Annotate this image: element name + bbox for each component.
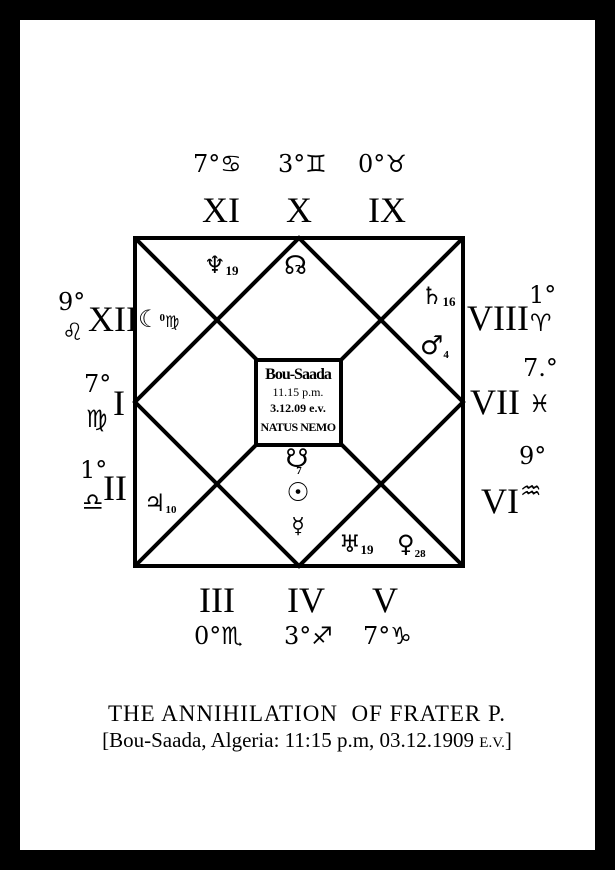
south-node-degree: 7 xyxy=(296,465,302,477)
mercury-icon: ☿ xyxy=(291,514,305,539)
moon-degree: 0 xyxy=(159,312,166,324)
aries-icon: ♈ xyxy=(530,309,552,337)
house-5-cusp: 7°♑ xyxy=(363,624,412,648)
capricorn-icon: ♑ xyxy=(390,622,412,650)
center-time: 11.15 p.m. xyxy=(272,385,324,399)
neptune-icon: ♆ xyxy=(204,251,226,279)
center-place: Bou-Saada xyxy=(265,366,332,383)
aquarius-icon: ♒ xyxy=(520,477,542,505)
uranus-degree: 19 xyxy=(360,542,374,557)
jupiter-degree: 10 xyxy=(165,504,177,516)
house-11-numeral: XI xyxy=(202,190,240,230)
leo-icon: ♌ xyxy=(62,318,84,346)
saturn-icon: ♄ xyxy=(421,282,443,310)
venus-degree: 28 xyxy=(414,548,426,560)
neptune-degree: 19 xyxy=(225,263,239,278)
house-7-degree: 7.° xyxy=(523,354,558,382)
house-3-degree: 0° xyxy=(194,622,222,650)
house-8-numeral: VIII xyxy=(467,298,529,338)
sun-icon: ☉ xyxy=(286,478,310,508)
venus-placement: ♀28 xyxy=(397,532,426,560)
taurus-icon: ♉ xyxy=(385,150,407,178)
house-9-degree: 0° xyxy=(358,150,386,178)
uranus-icon: ♅ xyxy=(339,530,361,558)
virgo-icon: ♍ xyxy=(86,405,108,433)
chart-inner-diamond xyxy=(132,235,466,569)
house-3-numeral: III xyxy=(199,580,235,620)
chart-subtitle-era: E.V. xyxy=(479,735,505,751)
jupiter-icon: ♃ xyxy=(144,489,166,517)
house-12-numeral: XII xyxy=(88,299,138,339)
center-date: 3.12.09 e.v. xyxy=(270,401,326,415)
house-9-cusp: 0°♉ xyxy=(358,152,407,176)
house-6-degree: 9° xyxy=(519,442,547,470)
house-6-numeral: VI xyxy=(481,481,519,521)
house-7-numeral: VII xyxy=(470,382,520,422)
libra-icon: ♎ xyxy=(82,488,104,516)
house-8-degree: 1° xyxy=(529,281,557,309)
house-3-cusp: 0°♏ xyxy=(194,624,243,648)
house-5-numeral: V xyxy=(372,580,398,620)
house-10-degree: 3° xyxy=(278,150,306,178)
uranus-placement: ♅19 xyxy=(339,532,374,556)
house-12-degree: 9° xyxy=(58,288,86,316)
venus-icon: ♀ xyxy=(397,530,415,558)
mars-degree: 4 xyxy=(443,349,449,361)
moon-icon: ☾ xyxy=(138,305,160,333)
house-11-degree: 7° xyxy=(193,150,221,178)
house-10-numeral: X xyxy=(286,190,312,230)
house-2-numeral: II xyxy=(103,468,127,508)
house-2-degree: 1° xyxy=(80,456,108,484)
chart-subtitle: [Bou-Saada, Algeria: 11:15 p.m, 03.12.19… xyxy=(102,730,512,751)
house-4-cusp: 3°♐ xyxy=(284,624,333,648)
chart-subtitle-close: ] xyxy=(504,728,512,752)
house-11-cusp: 7°♋ xyxy=(193,152,242,176)
neptune-placement: ♆19 xyxy=(204,253,239,277)
saturn-placement: ♄16 xyxy=(421,284,456,308)
house-9-numeral: IX xyxy=(368,190,406,230)
house-4-numeral: IV xyxy=(287,580,325,620)
moon-placement: ☾0♍ xyxy=(138,307,179,331)
chart-title: THE ANNIHILATION OF FRATER P. xyxy=(107,701,507,726)
center-box xyxy=(254,358,343,447)
mars-icon: ♂ xyxy=(420,331,444,361)
mars-placement: ♂4 xyxy=(420,333,449,361)
center-name: NATUS NEMO xyxy=(260,420,336,434)
cancer-icon: ♋ xyxy=(220,150,242,178)
house-4-degree: 3° xyxy=(284,622,312,650)
north-node-degree: 7 xyxy=(295,263,301,275)
south-node-icon: ☋ xyxy=(285,444,309,474)
house-10-cusp: 3°♊ xyxy=(278,152,327,176)
house-5-degree: 7° xyxy=(363,622,391,650)
saturn-degree: 16 xyxy=(442,294,456,309)
north-node-icon: ☊ xyxy=(284,251,308,281)
house-1-numeral: I xyxy=(113,383,125,423)
house-1-degree: 7° xyxy=(84,370,112,398)
moon-sign-virgo-icon: ♍ xyxy=(165,312,180,331)
jupiter-placement: ♃10 xyxy=(144,491,177,516)
gemini-icon: ♊ xyxy=(305,150,327,178)
scorpio-icon: ♏ xyxy=(221,622,243,650)
north-node-placement: ☊ xyxy=(284,253,307,279)
pisces-icon: ♓ xyxy=(529,390,551,418)
sagittarius-icon: ♐ xyxy=(311,622,333,650)
chart-subtitle-main: [Bou-Saada, Algeria: 11:15 p.m, 03.12.19… xyxy=(102,728,480,752)
